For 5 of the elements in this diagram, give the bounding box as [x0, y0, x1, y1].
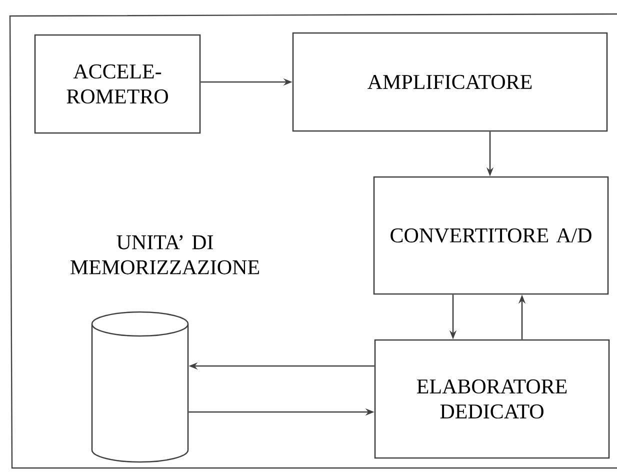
process-box: CONVERTITORE A/D: [373, 176, 609, 295]
process-box: ACCELE- ROMETRO: [34, 34, 201, 134]
process-box: ELABORATORE DEDICATO: [374, 339, 610, 459]
process-box: AMPLIFICATORE: [292, 32, 608, 132]
storage-cylinder: UNITA’ DI MEMORIZZAZIONE: [70, 235, 260, 463]
